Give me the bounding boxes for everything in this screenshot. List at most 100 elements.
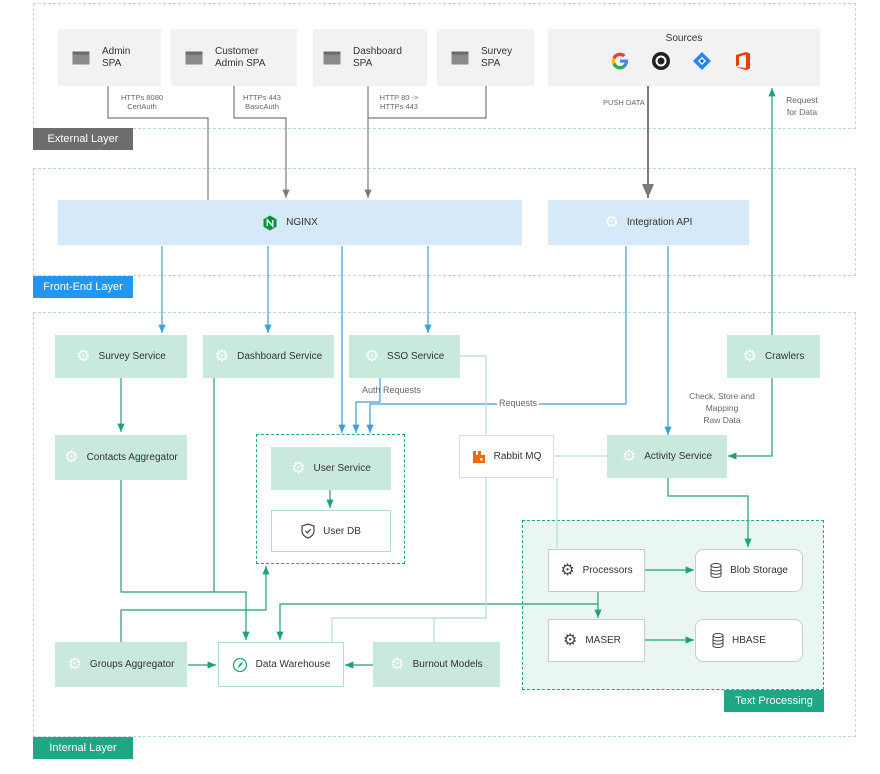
browser-icon — [185, 51, 203, 64]
contacts-aggregator-label: Contacts Aggregator — [86, 452, 178, 463]
dashboard-spa-label: Dashboard SPA — [353, 45, 402, 69]
camera-lens-icon — [652, 52, 670, 70]
maser-label: MASER — [585, 635, 621, 646]
rabbit-mq-label: Rabbit MQ — [493, 451, 542, 462]
external-layer — [33, 3, 856, 129]
survey-service-label: Survey Service — [98, 351, 166, 362]
user-db-label: User DB — [323, 525, 361, 537]
push-data-label: PUSH DATA — [603, 98, 645, 107]
activity-service-label: Activity Service — [644, 451, 713, 462]
customer-admin-spa-label: Customer Admin SPA — [215, 45, 266, 69]
hbase-node: HBASE — [695, 619, 803, 662]
groups-to-userdb-line — [120, 566, 270, 642]
contacts-aggregator-node: ⚙ Contacts Aggregator — [55, 435, 187, 480]
gear-icon: ⚙ — [64, 448, 79, 466]
frontend-layer-label: Front-End Layer — [33, 276, 133, 298]
sources-title: Sources — [665, 33, 703, 44]
dashboard-service-node: ⚙ Dashboard Service — [203, 335, 334, 378]
user-service-label: User Service — [313, 463, 371, 474]
data-warehouse-icon — [232, 657, 247, 672]
survey-spa-node: Survey SPA — [437, 29, 534, 86]
database-icon — [712, 633, 724, 648]
nginx-node: NGINX — [58, 200, 522, 245]
https443-label: HTTPs 443 BasicAuth — [243, 93, 281, 111]
activity-service-node: ⚙ Activity Service — [607, 435, 727, 478]
data-warehouse-label: Data Warehouse — [255, 659, 331, 670]
activity-to-blob-line — [667, 478, 752, 547]
jira-icon — [693, 52, 711, 70]
sso-to-rabbit-line — [460, 355, 487, 434]
user-db-node: User DB — [271, 510, 391, 552]
database-icon — [710, 563, 722, 578]
admin-spa-label: Admin SPA — [102, 45, 131, 69]
shield-icon — [301, 523, 315, 539]
admin-to-nginx-line — [107, 86, 209, 200]
gear-icon: ⚙ — [390, 655, 405, 673]
gear-outline-icon: ⚙ — [560, 561, 575, 579]
sources-node: Sources — [548, 29, 820, 86]
internal-layer-label: Internal Layer — [33, 737, 133, 759]
burnout-models-node: ⚙ Burnout Models — [373, 642, 500, 687]
crawlers-label: Crawlers — [764, 351, 805, 362]
dashboard-spa-node: Dashboard SPA — [313, 29, 427, 86]
external-layer-label: External Layer — [33, 128, 133, 150]
crawlers-node: ⚙ Crawlers — [727, 335, 820, 378]
https8080-label: HTTPs 8080 CertAuth — [120, 93, 164, 111]
google-icon — [611, 52, 628, 70]
crawlers-to-activity-line — [728, 378, 773, 460]
gear-icon: ⚙ — [67, 655, 82, 673]
groups-aggregator-node: ⚙ Groups Aggregator — [55, 642, 187, 687]
sso-service-node: ⚙ SSO Service — [349, 335, 460, 378]
rabbit-to-dw-line — [331, 617, 486, 642]
nginx-icon — [263, 215, 277, 230]
blob-storage-label: Blob Storage — [730, 565, 788, 576]
auth-requests-label: Auth Requests — [362, 385, 422, 395]
customer-admin-spa-node: Customer Admin SPA — [171, 29, 297, 86]
dashboard-service-label: Dashboard Service — [237, 351, 323, 362]
gear-icon: ⚙ — [742, 347, 757, 365]
http80-label: HTTP 80 -> HTTPs 443 — [379, 93, 419, 111]
admin-spa-node: Admin SPA — [58, 29, 161, 86]
rabbitmq-icon — [472, 450, 485, 463]
burnout-models-label: Burnout Models — [412, 659, 483, 670]
data-warehouse-node: Data Warehouse — [218, 642, 344, 687]
integration-api-label: Integration API — [626, 217, 693, 228]
internal-layer — [33, 312, 856, 737]
blob-storage-node: Blob Storage — [695, 549, 803, 592]
hbase-label: HBASE — [732, 635, 766, 646]
survey-spa-label: Survey SPA — [481, 45, 513, 69]
gear-icon: ⚙ — [291, 459, 306, 477]
office-icon — [736, 52, 750, 70]
gear-icon: ⚙ — [364, 347, 380, 365]
gear-icon: ⚙ — [76, 347, 91, 365]
user-service-node: ⚙ User Service — [271, 447, 391, 490]
rabbit-mq-node: Rabbit MQ — [459, 435, 554, 478]
groups-aggregator-label: Groups Aggregator — [89, 659, 175, 670]
text-processing-label: Text Processing — [724, 690, 824, 712]
sso-service-label: SSO Service — [387, 351, 445, 362]
browser-icon — [72, 51, 90, 64]
nginx-label: NGINX — [286, 217, 318, 228]
integration-api-node: ⚙ Integration API — [548, 200, 749, 245]
survey-to-nginx-line — [368, 86, 487, 119]
maser-node: ⚙ MASER — [548, 619, 645, 662]
browser-icon — [451, 51, 469, 64]
processors-node: ⚙ Processors — [548, 549, 645, 592]
check-store-label: Check, Store and Mapping Raw Data — [689, 391, 755, 425]
user-service-group — [256, 434, 405, 564]
gear-icon: ⚙ — [621, 447, 637, 465]
processors-to-dw-line — [276, 603, 598, 640]
gear-icon: ⚙ — [604, 213, 619, 231]
survey-service-node: ⚙ Survey Service — [55, 335, 187, 378]
processors-label: Processors — [582, 565, 633, 576]
contacts-to-dw-line — [120, 480, 250, 640]
frontend-layer — [33, 168, 856, 276]
browser-icon — [323, 51, 341, 64]
customer-to-nginx-line — [233, 86, 290, 198]
request-for-data-label: Request for Data — [786, 95, 818, 117]
requests-label: Requests — [497, 398, 540, 408]
gear-icon: ⚙ — [214, 347, 230, 365]
gear-outline-icon: ⚙ — [563, 631, 578, 649]
sso-to-userservice-line — [352, 378, 381, 433]
